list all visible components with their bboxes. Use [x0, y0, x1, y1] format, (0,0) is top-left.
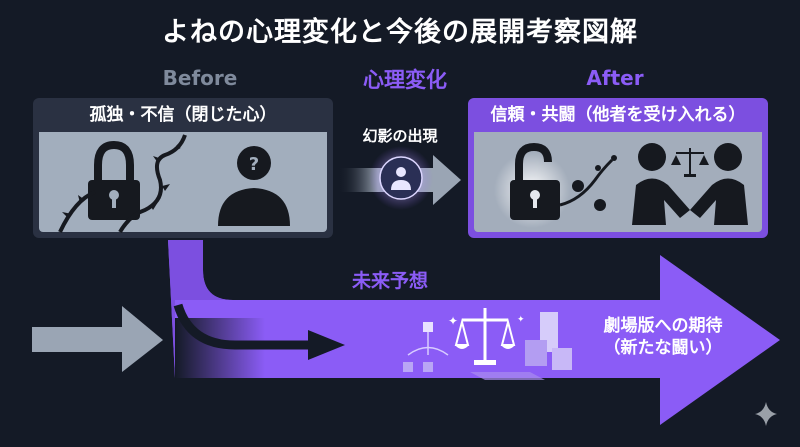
before-panel: 孤独・不信（閉じた心） [33, 98, 333, 238]
future-arrow [168, 240, 780, 425]
phantom-appearance-label: 幻影の出現 [362, 127, 438, 145]
after-panel-body [474, 132, 762, 232]
after-label: After [586, 66, 644, 90]
after-panel-header: 信頼・共闘（他者を受け入れる） [490, 105, 746, 125]
change-label: 心理変化 [363, 68, 447, 92]
future-icons: ✦ ✦ [403, 308, 572, 380]
before-panel-header: 孤独・不信（閉じた心） [89, 105, 277, 125]
before-label: Before [162, 66, 238, 90]
before-panel-body [39, 132, 327, 232]
sparkle-icon [755, 402, 777, 426]
input-arrow [32, 306, 163, 372]
after-panel: 信頼・共闘（他者を受け入れる） [468, 98, 768, 238]
future-prediction-label: 未来予想 [351, 270, 428, 292]
movie-expectation-label: 劇場版への期待 （新たな闘い） [588, 315, 738, 359]
svg-text:✦: ✦ [448, 314, 458, 328]
page-title: よねの心理変化と今後の展開考察図解 [162, 17, 638, 48]
expectation-line-2: （新たな闘い） [603, 338, 723, 358]
expectation-line-1: 劇場版への期待 [603, 316, 723, 336]
change-arrow [338, 146, 461, 210]
svg-text:✦: ✦ [517, 315, 525, 325]
